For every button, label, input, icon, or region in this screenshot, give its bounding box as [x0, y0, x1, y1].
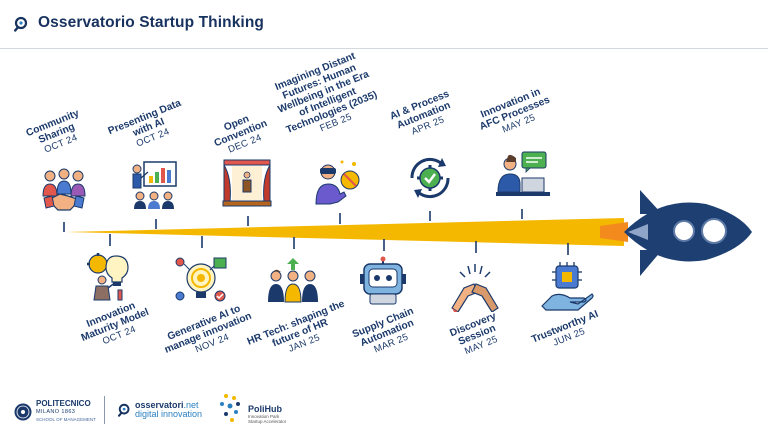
rocket-flame	[600, 222, 628, 242]
gear-cycle-check-icon	[404, 152, 456, 209]
polihub-name: PoliHub	[248, 404, 282, 414]
polihub-dots-icon	[220, 394, 240, 422]
timeline-beam	[66, 218, 624, 246]
osservatori-logo: osservatori.net digital innovation	[118, 401, 202, 419]
politecnico-logo: POLITECNICO MILANO 1863 SCHOOL OF MANAGE…	[14, 400, 96, 424]
lightbulb-gear-person-icon	[84, 252, 134, 307]
polihub-sub2: Startup Accelerator	[248, 419, 287, 424]
footer-divider	[104, 396, 105, 424]
magnifier-logo-icon	[14, 16, 30, 37]
presentation-board-icon	[130, 160, 180, 215]
magnifier-logo-icon	[118, 403, 130, 417]
stage-curtain-icon	[222, 158, 272, 213]
polihub-logo: PoliHub Innovation Park Startup Accelera…	[218, 392, 286, 433]
page-title: Osservatorio Startup Thinking	[38, 14, 264, 31]
team-selection-icon	[266, 258, 320, 309]
fist-bump-icon	[448, 262, 502, 317]
politecnico-seal-icon	[14, 403, 32, 421]
person-laptop-chat-icon	[496, 150, 550, 203]
politecnico-name: POLITECNICO	[36, 399, 91, 408]
politecnico-sub: MILANO 1863	[36, 409, 76, 415]
header-bar: Osservatorio Startup Thinking	[0, 0, 768, 49]
handshake-community-icon	[40, 166, 88, 219]
ai-bulb-target-icon	[174, 254, 228, 311]
vr-headset-person-icon	[314, 158, 362, 211]
politecnico-school: SCHOOL OF MANAGEMENT	[36, 417, 96, 422]
robot-head-icon	[358, 256, 408, 311]
osservatori-tld: .net	[183, 400, 199, 410]
event-trustworthy-ai: Trustworthy AI JUN 25	[508, 309, 618, 349]
rocket-icon	[624, 190, 752, 276]
chip-hand-icon	[540, 262, 594, 317]
osservatori-tagline: digital innovation	[135, 409, 203, 419]
polihub-sub1: Innovation Park	[248, 414, 280, 419]
event-innovation-afc: Innovation in AFC Processes MAY 25	[466, 87, 576, 136]
osservatori-name: osservatori	[135, 400, 184, 410]
